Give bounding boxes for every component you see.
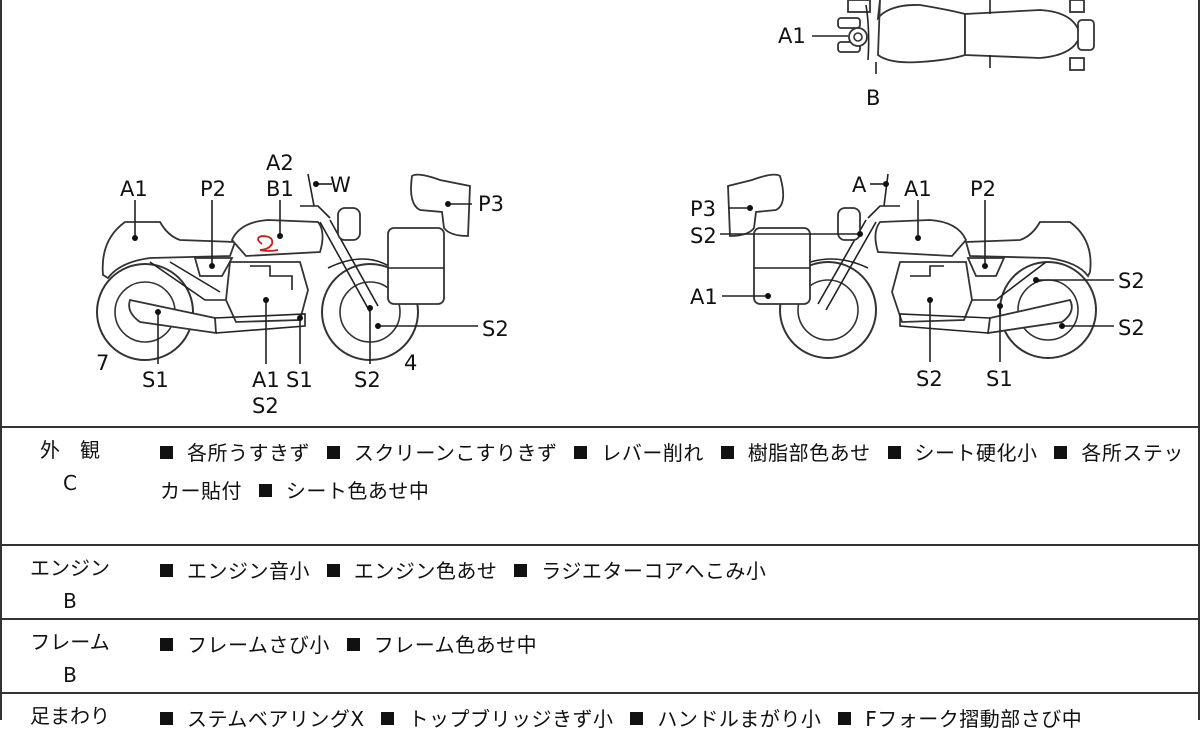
motorcycle-diagram: A1 B <box>96 0 1145 418</box>
list-item: ラジエターコアへこみ小 <box>514 559 766 583</box>
bullet-square-icon <box>514 564 528 577</box>
items-cell: フレームさび小 フレーム色あせ中 <box>160 626 1195 664</box>
bullet-square-icon <box>326 446 340 459</box>
list-item: 各所うすきず <box>160 441 310 465</box>
bullet-square-icon <box>838 712 852 725</box>
callout-top-A1: A1 <box>778 24 806 48</box>
row-exterior: 外 観 C 各所うすきず スクリーンこすりきず レバー削れ 樹脂部色あせ シート… <box>0 426 1200 546</box>
callout-left-A1-low: A1 <box>252 368 280 392</box>
callout-left-A2: A2 <box>266 151 294 175</box>
callout-right-A1: A1 <box>904 177 932 201</box>
category-cell: 足まわり <box>0 700 140 733</box>
callout-right-S1: S1 <box>986 367 1013 391</box>
callout-right-S2-d: S2 <box>916 367 943 391</box>
list-item: フレームさび小 <box>160 633 330 657</box>
row-suspension: 足まわり ステムベアリングX トップブリッジきず小 ハンドルまがり小 Fフォーク… <box>0 692 1200 734</box>
bullet-square-icon <box>160 446 173 459</box>
callout-left-7: 7 <box>96 351 109 375</box>
items-cell: 各所うすきず スクリーンこすりきず レバー削れ 樹脂部色あせ シート硬化小 各所… <box>160 434 1195 510</box>
category-label: 外 観 <box>40 438 100 462</box>
list-item: トップブリッジきず小 <box>381 707 613 731</box>
bullet-square-icon <box>1054 446 1068 459</box>
category-grade: B <box>63 663 77 687</box>
bullet-square-icon <box>381 712 395 725</box>
callout-right-A1-bag: A1 <box>690 285 718 309</box>
bullet-square-icon <box>160 712 173 725</box>
callout-right-A: A <box>852 173 867 197</box>
bullet-square-icon <box>346 638 360 651</box>
bullet-square-icon <box>630 712 644 725</box>
bullet-square-icon <box>574 446 588 459</box>
callout-top-B: B <box>866 86 880 110</box>
callout-left-S1-b: S1 <box>286 368 313 392</box>
category-cell: 外 観 C <box>0 434 140 500</box>
damage-mark-red <box>257 235 279 252</box>
list-item: レバー削れ <box>574 441 704 465</box>
list-item: ハンドルまがり小 <box>630 707 821 731</box>
bullet-square-icon <box>720 446 734 459</box>
bullet-square-icon <box>887 446 901 459</box>
list-item: フレーム色あせ中 <box>346 633 537 657</box>
row-frame: フレーム B フレームさび小 フレーム色あせ中 <box>0 618 1200 694</box>
list-item: 各所ステッカー貼付 <box>160 441 1184 503</box>
callout-left-S1-a: S1 <box>142 368 169 392</box>
sheet-border-left <box>0 0 2 720</box>
items-cell: エンジン音小 エンジン色あせ ラジエターコアへこみ小 <box>160 552 1195 590</box>
category-grade: B <box>63 589 77 613</box>
callout-left-W: W <box>330 173 351 197</box>
callout-right-P3: P3 <box>690 197 716 221</box>
row-engine: エンジン B エンジン音小 エンジン色あせ ラジエターコアへこみ小 <box>0 544 1200 620</box>
sheet-border-right <box>1198 0 1200 720</box>
list-item: エンジン音小 <box>160 559 310 583</box>
category-label: 足まわり <box>30 704 110 728</box>
category-grade: C <box>63 471 77 495</box>
callout-right-S2-a: S2 <box>690 224 717 248</box>
callout-right-S2-c: S2 <box>1118 316 1145 340</box>
category-label: エンジン <box>30 556 110 580</box>
callout-left-B1: B1 <box>266 177 294 201</box>
list-item: スクリーンこすりきず <box>326 441 558 465</box>
callout-left-S2-under: S2 <box>252 394 279 418</box>
list-item: シート硬化小 <box>887 441 1038 465</box>
callout-left-4: 4 <box>404 351 417 375</box>
right-side-motorcycle <box>720 173 1114 362</box>
category-cell: エンジン B <box>0 552 140 618</box>
callout-right-S2-b: S2 <box>1118 269 1145 293</box>
callout-left-P2: P2 <box>200 177 226 201</box>
top-view-motorcycle <box>812 0 1095 74</box>
category-label: フレーム <box>30 630 110 654</box>
bullet-square-icon <box>160 564 173 577</box>
items-cell: ステムベアリングX トップブリッジきず小 ハンドルまがり小 Fフォーク摺動部さび… <box>160 700 1195 738</box>
bullet-square-icon <box>326 564 340 577</box>
callout-left-P3: P3 <box>478 192 504 216</box>
list-item: エンジン色あせ <box>326 559 498 583</box>
bullet-square-icon <box>160 638 173 651</box>
left-side-motorcycle <box>96 173 478 364</box>
list-item: Fフォーク摺動部さび中 <box>838 707 1082 731</box>
callout-left-S2-right: S2 <box>482 317 509 341</box>
list-item: ステムベアリングX <box>160 707 365 731</box>
bullet-square-icon <box>258 484 272 497</box>
list-item: 樹脂部色あせ <box>720 441 871 465</box>
category-cell: フレーム B <box>0 626 140 692</box>
callout-left-A1: A1 <box>120 177 148 201</box>
callout-left-S2-low: S2 <box>354 368 381 392</box>
callout-right-P2: P2 <box>970 177 996 201</box>
list-item: シート色あせ中 <box>258 479 430 503</box>
